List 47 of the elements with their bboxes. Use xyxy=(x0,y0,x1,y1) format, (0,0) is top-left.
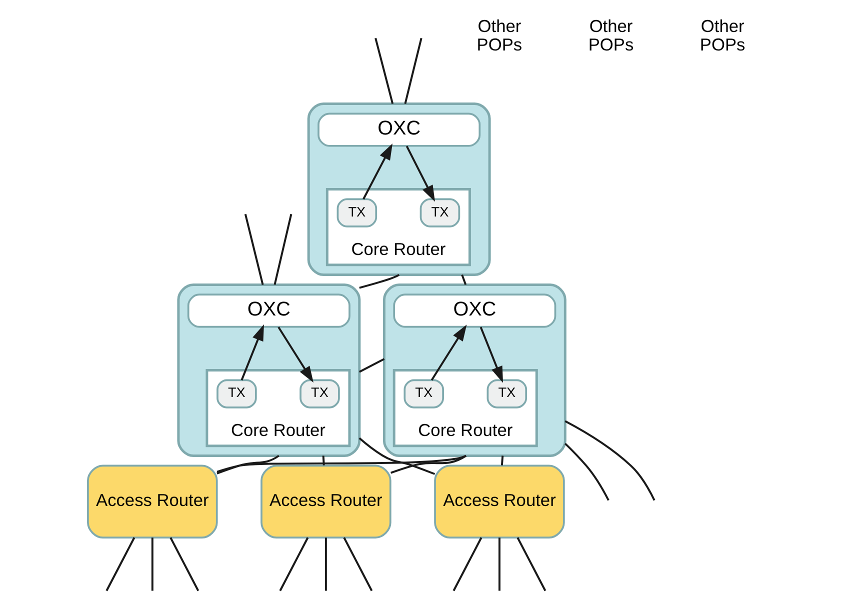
arrow xyxy=(430,324,466,381)
cluster xyxy=(176,283,360,457)
node-box: TX xyxy=(486,379,527,408)
connector xyxy=(564,420,655,501)
node-box: OXC xyxy=(392,294,556,328)
connector xyxy=(324,538,326,591)
connector xyxy=(150,538,153,591)
connector xyxy=(358,437,435,475)
arrow xyxy=(362,144,392,200)
connector xyxy=(358,358,384,373)
connector xyxy=(516,537,546,592)
connector xyxy=(278,537,308,592)
node-box: TX xyxy=(403,379,444,408)
connector xyxy=(169,537,199,592)
node-box: OXC xyxy=(186,294,350,328)
connector xyxy=(273,214,292,285)
node-box: TX xyxy=(336,198,377,228)
connector xyxy=(216,454,466,473)
connector xyxy=(105,537,135,592)
arrow xyxy=(277,326,313,383)
node-box: TX xyxy=(419,198,460,228)
node-box: Access Router xyxy=(260,464,391,538)
connector xyxy=(500,456,504,466)
arrow xyxy=(479,326,503,383)
node-box: TX xyxy=(299,379,340,408)
connector xyxy=(452,537,482,592)
connector xyxy=(498,538,500,591)
label: Other POPs xyxy=(588,16,634,55)
connector xyxy=(322,456,324,466)
arrow xyxy=(240,324,264,380)
node-box: Access Router xyxy=(86,464,218,538)
arrow xyxy=(405,146,434,202)
connector xyxy=(342,537,372,592)
label: Other POPs xyxy=(476,16,522,55)
connector xyxy=(390,454,466,474)
node-box: OXC xyxy=(317,112,480,147)
connector xyxy=(460,274,466,286)
cluster xyxy=(382,283,566,457)
connector xyxy=(374,38,394,104)
connector xyxy=(216,454,279,474)
connector xyxy=(404,38,422,104)
node-box: TX xyxy=(216,379,256,408)
cluster xyxy=(306,102,490,276)
node-box: Access Router xyxy=(434,464,564,538)
connector xyxy=(244,214,264,285)
connector xyxy=(564,442,609,501)
label: Other POPs xyxy=(699,16,745,55)
